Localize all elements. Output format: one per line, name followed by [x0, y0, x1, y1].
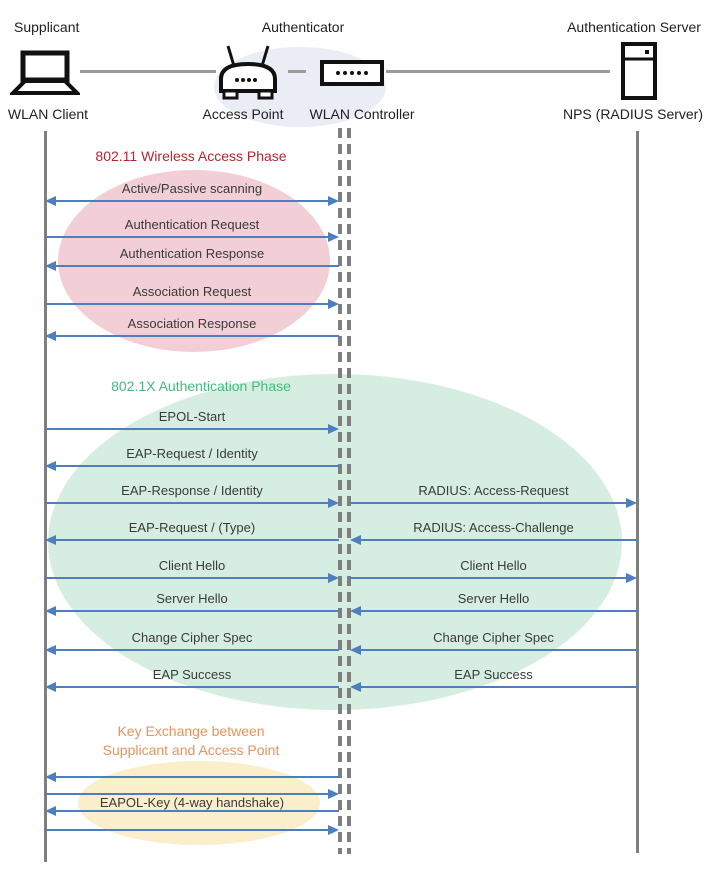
message-arrow [54, 610, 339, 612]
wlan-controller-icon [320, 60, 384, 86]
connector-ap-to-controller [288, 70, 306, 73]
message-arrow [54, 335, 339, 337]
connector-controller-to-server [386, 70, 610, 73]
message-arrow [54, 776, 339, 778]
message-arrow [45, 793, 330, 795]
message-label: Authentication Response [119, 246, 265, 261]
message-label: Server Hello [457, 591, 530, 606]
arrowhead-left-icon [45, 196, 56, 206]
nps-server-lifeline [636, 131, 639, 853]
phase-title-line: 802.11 Wireless Access Phase [95, 148, 287, 164]
message-arrow [45, 577, 330, 579]
arrowhead-right-icon [328, 789, 339, 799]
phase-title-line: Key Exchange between [117, 723, 265, 739]
message-arrow [54, 539, 339, 541]
access-point-icon [219, 45, 277, 100]
message-arrow [54, 649, 339, 651]
arrowhead-right-icon [328, 825, 339, 835]
wlan-controller-lifeline-left [338, 128, 342, 854]
connector-client-to-ap [80, 70, 216, 73]
arrowhead-right-icon [328, 498, 339, 508]
server-icon [621, 42, 657, 100]
message-label: Server Hello [156, 591, 228, 606]
message-label: EAP Success [152, 667, 232, 682]
arrowhead-right-icon [626, 498, 637, 508]
wlan-client-lifeline [44, 131, 47, 862]
message-label: Client Hello [158, 558, 226, 573]
arrowhead-left-icon [45, 261, 56, 271]
arrowhead-left-icon [45, 331, 56, 341]
message-arrow [54, 810, 339, 812]
message-label: EAP Success [454, 667, 533, 682]
message-label: EAPOL-Key (4-way handshake) [99, 795, 285, 810]
device-wlan-client: WLAN Client [7, 106, 89, 122]
message-arrow [45, 303, 330, 305]
message-label: RADIUS: Access-Challenge [413, 520, 574, 535]
message-arrow [54, 265, 339, 267]
arrowhead-right-icon [328, 424, 339, 434]
message-arrow [45, 829, 330, 831]
message-label: Client Hello [460, 558, 527, 573]
role-authenticator: Authenticator [261, 19, 345, 35]
arrowhead-right-icon [328, 299, 339, 309]
message-arrow [45, 428, 330, 430]
role-authentication-server: Authentication Server [567, 19, 701, 35]
arrowhead-left-icon [350, 682, 361, 692]
message-label: EAP-Request / (Type) [128, 520, 256, 535]
message-arrow [359, 610, 637, 612]
message-label: Change Cipher Spec [433, 630, 554, 645]
message-label: Association Response [127, 316, 257, 331]
message-label: Active/Passive scanning [121, 181, 263, 196]
message-arrow [359, 686, 637, 688]
arrowhead-right-icon [328, 573, 339, 583]
message-label: Association Request [132, 284, 252, 299]
message-label: RADIUS: Access-Request [418, 483, 569, 498]
message-arrow [45, 236, 330, 238]
message-label: Change Cipher Spec [131, 630, 253, 645]
message-arrow [350, 502, 628, 504]
message-arrow [45, 502, 330, 504]
arrowhead-left-icon [350, 606, 361, 616]
arrowhead-left-icon [45, 682, 56, 692]
phase-title: 802.1X Authentication Phase [111, 377, 291, 396]
message-arrow [54, 200, 330, 202]
phase-ellipse [78, 761, 320, 845]
message-arrow [359, 649, 637, 651]
arrowhead-right-icon [328, 232, 339, 242]
message-label: EAP-Request / Identity [126, 446, 258, 461]
device-wlan-controller: WLAN Controller [309, 106, 415, 122]
message-arrow [54, 465, 339, 467]
device-nps-radius-server: NPS (RADIUS Server) [562, 106, 704, 122]
message-label: EAP-Response / Identity [121, 483, 263, 498]
arrowhead-right-icon [328, 196, 339, 206]
arrowhead-left-icon [45, 461, 56, 471]
phase-title-line: 802.1X Authentication Phase [111, 378, 291, 394]
phase-title-line: Supplicant and Access Point [102, 742, 280, 758]
arrowhead-left-icon [350, 535, 361, 545]
message-arrow [350, 577, 628, 579]
role-supplicant: Supplicant [14, 19, 80, 35]
laptop-icon [10, 50, 80, 95]
arrowhead-left-icon [350, 645, 361, 655]
message-label: EPOL-Start [158, 409, 226, 424]
arrowhead-right-icon [626, 573, 637, 583]
message-arrow [359, 539, 637, 541]
device-access-point: Access Point [202, 106, 284, 122]
arrowhead-left-icon [45, 606, 56, 616]
wlan-controller-lifeline-right [347, 128, 351, 854]
arrowhead-left-icon [45, 535, 56, 545]
arrowhead-left-icon [45, 772, 56, 782]
message-label: Authentication Request [124, 217, 260, 232]
arrowhead-left-icon [45, 806, 56, 816]
phase-title: 802.11 Wireless Access Phase [95, 147, 286, 166]
arrowhead-left-icon [45, 645, 56, 655]
message-arrow [54, 686, 339, 688]
